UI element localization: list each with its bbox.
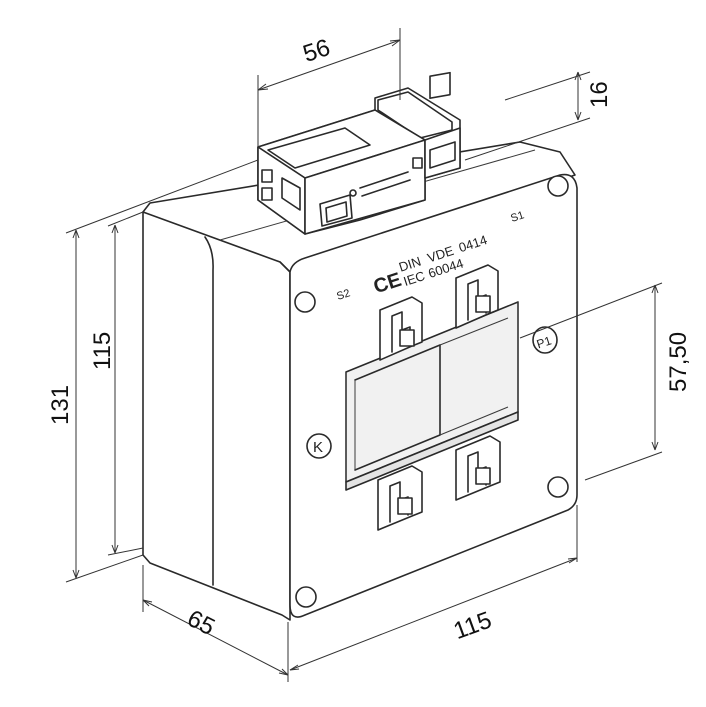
dim-terminal-height: 16 [464,71,613,161]
svg-text:65: 65 [183,605,219,641]
din-label: DIN [397,254,423,275]
terminal-block [257,71,461,235]
screw-bottom-left [295,586,317,608]
svg-text:K: K [313,439,323,456]
svg-text:115: 115 [450,607,495,645]
left-face [142,211,291,621]
terminal-top-left [379,296,423,361]
iec-label: IEC [402,268,427,289]
label-p1: P1 [532,326,558,354]
svg-text:P1: P1 [535,333,554,351]
screw-bottom-right [547,476,569,498]
dim-window-offset: 57,50 [519,282,692,481]
window-inner [354,344,441,471]
standards-marking: CE DIN VDE 0414 IEC 60044 [371,232,489,298]
svg-text:16: 16 [586,81,613,108]
side-seam [204,236,214,586]
label-k: K [306,433,332,459]
screw-top-right [547,175,569,197]
svg-text:57,50: 57,50 [665,332,692,392]
label-s1: S1 [509,209,526,225]
label-s2: S2 [335,287,352,303]
svg-text:115: 115 [89,332,116,370]
dim-body-height: 115 [89,211,144,556]
terminal-bottom-right [455,435,501,501]
svg-text:56: 56 [300,34,334,68]
screw-top-left [294,291,316,313]
terminal-bottom-left [377,465,423,531]
svg-text:131: 131 [47,385,74,425]
dim-total-height: 131 [47,159,259,583]
terminal-top-right [455,264,499,329]
